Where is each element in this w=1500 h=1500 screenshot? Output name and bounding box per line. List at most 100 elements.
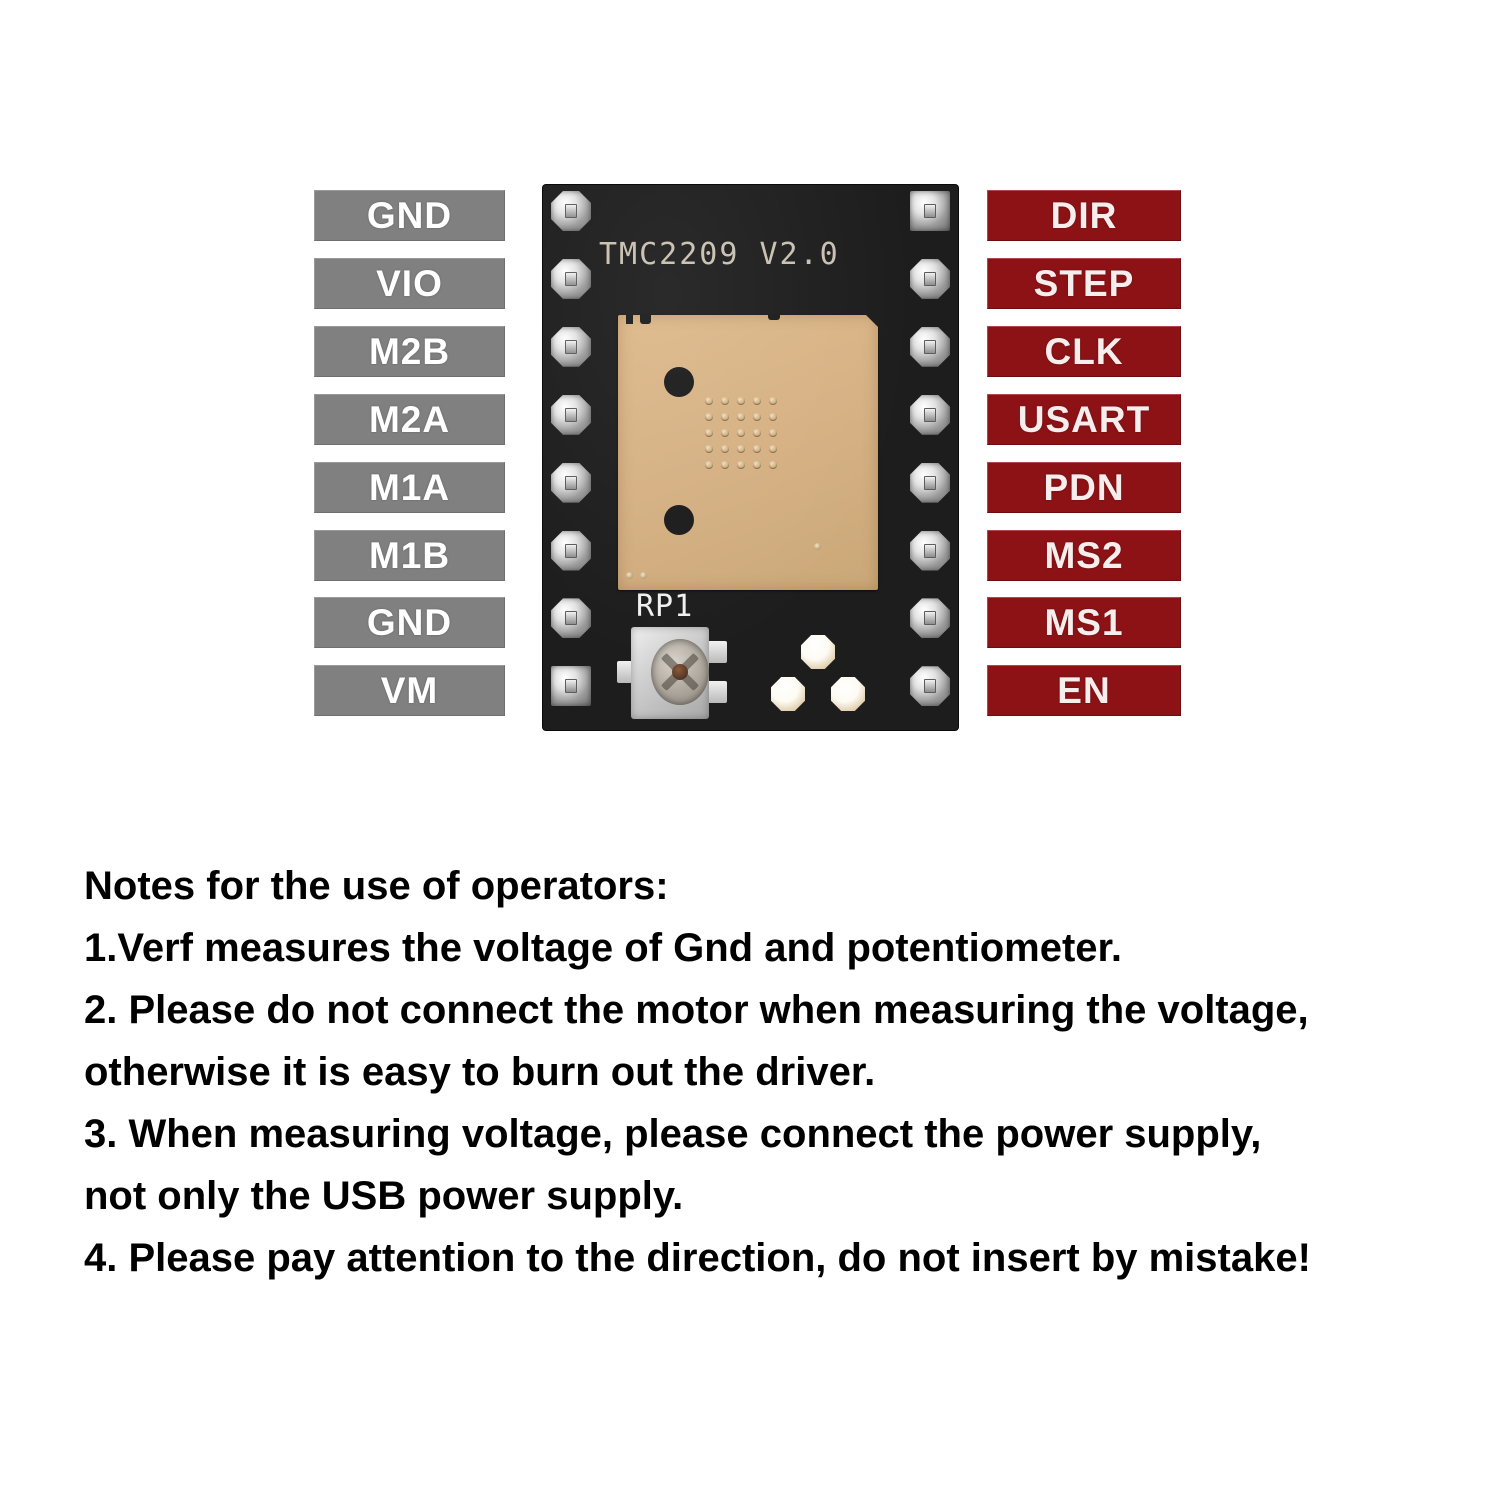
chip-via [721,461,729,469]
left-pin-label-4: M2A [314,393,505,445]
test-point-right [831,677,865,711]
left-pin-label-8: VM [314,665,505,717]
chip-via [737,445,745,453]
pin-label-text: M1B [368,534,451,576]
pcb-via-left-1 [626,572,633,579]
note-line-1: 1.Verf measures the voltage of Gnd and p… [84,926,1123,970]
chip-via [753,445,761,453]
chip-via [769,461,777,469]
left-pin-label-6: M1B [314,529,505,581]
pin-label-text: M1A [368,466,451,508]
chip-notch-a [626,315,633,324]
right-pin-label-5: PDN [987,461,1181,513]
pin-label-text: GND [366,602,453,644]
left-pad-2 [551,258,591,299]
chip-notch-c [768,315,780,320]
chip-via [737,461,745,469]
pad-hole [924,543,936,558]
pin-label-text: PDN [1043,466,1125,508]
right-pad-4 [910,394,950,435]
chip-via [705,413,713,421]
chip-via [753,429,761,437]
pad-hole [565,271,577,286]
right-pin-label-7: MS1 [987,597,1181,649]
pinout-diagram: GND VIO M2B M2A M1A M1B GND VM DIR STEP CLK USART P… [314,185,1181,730]
left-pin-label-3: M2B [314,325,505,377]
pad-hole [565,543,577,558]
chip-via [721,413,729,421]
pcb-via-left-2 [640,572,647,579]
pot-screw-head [672,664,688,680]
left-pad-4 [551,394,591,435]
pcb-via-right [814,543,821,550]
right-pad-7 [910,598,950,639]
pad-hole [924,679,936,694]
right-pad-1 [910,191,950,231]
right-pin-label-3: CLK [987,325,1181,377]
note-line-2: 2. Please do not connect the motor when … [84,988,1309,1032]
chip-via [769,397,777,405]
pad-hole [924,475,936,490]
pin-label-text: EN [1057,670,1111,712]
pin-label-text: MS1 [1044,602,1124,644]
chip-pin1-mark-top [664,367,694,397]
note-line-4: 3. When measuring voltage, please connec… [84,1112,1262,1156]
chip-via [753,397,761,405]
pin-label-text: GND [366,195,453,236]
pot-tab-right-upper [705,641,727,663]
rp1-silkscreen-label: RP1 [636,589,694,624]
pin-label-text: CLK [1044,330,1124,372]
driver-ic-chip [618,314,879,590]
test-point-left [771,677,805,711]
note-line-6: 4. Please pay attention to the direction… [84,1236,1311,1280]
left-pad-3 [551,326,591,367]
potentiometer-rp1[interactable] [617,625,727,725]
notes-block: Notes for the use of operators: 1.Verf m… [84,855,1414,1289]
chip-via [769,429,777,437]
chip-notch-b [640,315,651,324]
left-pin-label-7: GND [314,597,505,649]
right-pad-6 [910,530,950,571]
chip-via [737,429,745,437]
left-pin-label-1: GND [314,190,505,241]
notes-lines: 1.Verf measures the voltage of Gnd and p… [84,917,1414,1289]
right-pad-5 [910,462,950,503]
pin-label-text: M2A [368,398,451,440]
right-pin-label-4: USART [987,393,1181,445]
pin-label-text: MS2 [1044,534,1124,576]
chip-via [737,413,745,421]
pad-hole [565,407,577,422]
chip-via [753,461,761,469]
right-pin-label-2: STEP [987,257,1181,309]
tmc2209-stepper-driver-board: TMC2209 V2.0 RP1 [543,185,958,730]
pin-label-text: VIO [376,262,443,304]
pot-tab-left [617,661,633,683]
chip-via [705,445,713,453]
pad-hole [565,475,577,490]
pot-tab-right-lower [705,681,727,703]
test-point-vref [801,635,835,669]
chip-via [769,445,777,453]
left-pad-8 [551,666,591,707]
chip-via [705,429,713,437]
pad-hole [924,407,936,422]
pot-body [631,627,709,719]
pad-hole [924,611,936,626]
board-silkscreen-title: TMC2209 V2.0 [599,237,840,272]
right-pin-label-6: MS2 [987,529,1181,581]
chip-via [769,413,777,421]
right-pin-label-1: DIR [987,190,1181,241]
left-pad-5 [551,462,591,503]
chip-via [737,397,745,405]
pin-label-text: USART [1017,398,1151,440]
pad-hole [924,204,936,218]
chip-via [705,397,713,405]
pot-adjust-dial[interactable] [651,639,709,705]
left-pad-7 [551,598,591,639]
pin-label-text: M2B [368,330,451,372]
chip-thermal-via-grid [705,397,785,477]
left-pin-label-5: M1A [314,461,505,513]
pad-hole [924,339,936,354]
chip-via [721,429,729,437]
pad-hole [565,611,577,626]
